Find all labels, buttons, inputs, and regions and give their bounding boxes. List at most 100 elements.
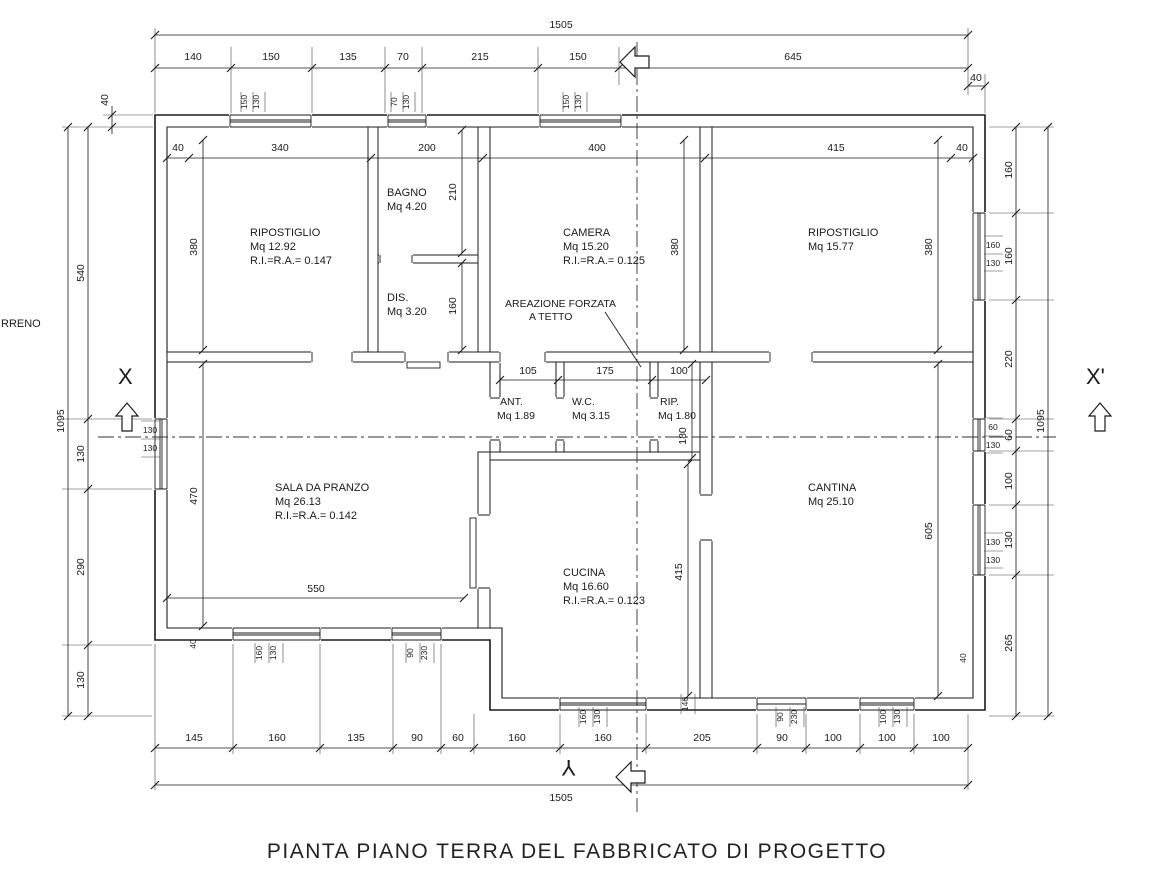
win-dim-label: 130	[986, 555, 1000, 565]
annotation-leader-line	[604, 311, 642, 368]
room-name: RIPOSTIGLIO	[808, 227, 879, 239]
win-dim-label: 140	[680, 697, 690, 711]
dim-room-height: 380	[923, 238, 935, 256]
win-dim-label: 40	[188, 639, 198, 649]
dim-overall-bottom: 1505	[549, 792, 573, 804]
win-dim-label: 160	[986, 240, 1000, 250]
room-area: Mq 15.77	[808, 241, 854, 253]
dim-label: 290	[75, 558, 87, 576]
win-dim-label: 130	[592, 710, 602, 724]
dimension-ticks	[63, 30, 1053, 790]
dim-label: 100	[1003, 472, 1015, 490]
dim-label: 105	[519, 365, 537, 377]
room-area: Mq 4.20	[387, 201, 427, 213]
dim-label: 200	[418, 142, 436, 154]
room-area: Mq 26.13	[275, 496, 321, 508]
dim-room-height: 380	[669, 238, 681, 256]
dim-label: 205	[693, 732, 711, 744]
dim-label: 90	[776, 732, 788, 744]
win-dim-label: 150	[561, 95, 571, 109]
win-dim-label: 130	[251, 95, 261, 109]
room-ratio: R.I.=R.A.= 0.142	[275, 510, 357, 522]
dim-label: 150	[569, 51, 587, 63]
room-name: BAGNO	[387, 187, 427, 199]
dim-room-height: 380	[188, 238, 200, 256]
room-name: CAMERA	[563, 227, 611, 239]
win-dim-label: 230	[419, 646, 429, 660]
room-name: CANTINA	[808, 482, 857, 494]
section-arrow-bottom	[615, 760, 646, 794]
dimension-labels: 1505 140 150 135 70 215 150 645 40 145 1…	[55, 19, 1047, 804]
win-dim-label: 130	[986, 537, 1000, 547]
dim-label: 135	[347, 732, 365, 744]
dim-label: 130	[1003, 531, 1015, 549]
dim-label: 160	[1003, 247, 1015, 265]
dimension-lines	[67, 34, 1049, 786]
win-dim-label: 70	[389, 97, 399, 107]
door-leaf	[406, 361, 441, 369]
win-dim-label: 130	[892, 710, 902, 724]
win-dim-label: 160	[578, 710, 588, 724]
section-label-x: X	[118, 364, 133, 389]
dim-room-height: 210	[447, 183, 459, 201]
dim-room-height: 605	[923, 522, 935, 540]
win-dim-label: 130	[268, 646, 278, 660]
room-name: RIP.	[660, 396, 679, 408]
dim-label: 100	[824, 732, 842, 744]
section-arrow-left	[114, 402, 140, 432]
room-area: Mq 1.89	[497, 410, 535, 422]
building-walls	[154, 114, 986, 711]
dim-label: 160	[594, 732, 612, 744]
annotation-areazione: AREAZIONE FORZATA A TETTO	[505, 298, 642, 368]
dim-label: 135	[339, 51, 357, 63]
dim-label: 220	[1003, 350, 1015, 368]
room-name: RIPOSTIGLIO	[250, 227, 321, 239]
dim-label: 645	[784, 51, 802, 63]
dim-wall-thickness: 40	[99, 94, 111, 106]
room-area: Mq 3.15	[572, 410, 610, 422]
dim-room-height: 160	[447, 297, 459, 315]
win-dim-label: 90	[775, 712, 785, 722]
win-dim-label: 60	[988, 422, 998, 432]
dim-label: 145	[185, 732, 203, 744]
dim-label: 415	[827, 142, 845, 154]
dim-wall-thickness: 40	[970, 72, 982, 84]
dim-label: 215	[471, 51, 489, 63]
window-glazing-lines	[154, 114, 986, 711]
dim-label: 60	[452, 732, 464, 744]
dim-room-height: 470	[188, 487, 200, 505]
section-markers: X X' Y	[114, 45, 1113, 794]
win-dim-label: 100	[878, 710, 888, 724]
room-name: ANT.	[500, 396, 523, 408]
dim-room-height: 415	[673, 563, 685, 581]
dim-label: 150	[262, 51, 280, 63]
extension-lines	[62, 28, 1054, 790]
door-jambs	[311, 255, 813, 589]
dim-label: 100	[932, 732, 950, 744]
dim-room-height: 180	[677, 427, 689, 445]
win-dim-label: 40	[958, 653, 968, 663]
dim-label: 175	[596, 365, 614, 377]
annotation-text: AREAZIONE FORZATA	[505, 298, 616, 310]
win-dim-label: 230	[789, 710, 799, 724]
section-label-y: Y	[561, 755, 576, 780]
annotation-text: A TETTO	[529, 311, 572, 323]
room-area: Mq 15.20	[563, 241, 609, 253]
drawing-title: PIANTA PIANO TERRA DEL FABBRICATO DI PRO…	[267, 840, 887, 863]
room-name: SALA DA PRANZO	[275, 482, 370, 494]
section-arrow-right	[1087, 402, 1113, 432]
room-area: Mq 25.10	[808, 496, 854, 508]
dim-label: 140	[184, 51, 202, 63]
win-dim-label: 150	[239, 95, 249, 109]
dim-overall-left: 1095	[55, 409, 67, 433]
axis-lines	[98, 42, 1056, 812]
dim-label: 100	[670, 365, 688, 377]
room-ratio: R.I.=R.A.= 0.147	[250, 255, 332, 267]
dimension-geometry	[62, 28, 1054, 790]
section-label-x-prime: X'	[1086, 364, 1105, 389]
room-area: Mq 12.92	[250, 241, 296, 253]
dim-label: 130	[75, 671, 87, 689]
dim-label: 160	[508, 732, 526, 744]
inner-wall-outline	[166, 126, 974, 699]
